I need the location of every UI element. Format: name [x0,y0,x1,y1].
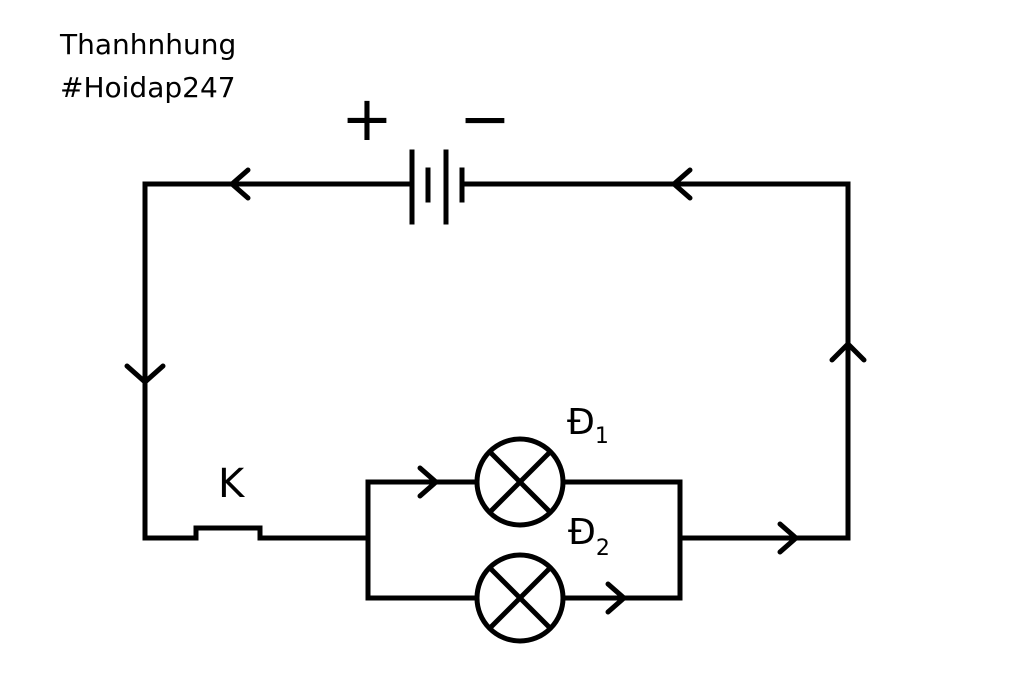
lamp-d2 [474,552,566,644]
current-arrow-bottom-right [777,521,799,555]
battery-positive-label: + [341,82,393,155]
battery-negative-label: − [459,82,511,155]
current-arrow-left-down [124,363,166,385]
current-arrow-branch-top [417,465,439,499]
lamp-d1-label: Đ1 [567,402,609,449]
author-credit: Thanhnhung [60,28,237,61]
lamp-d2-letter: Đ [568,512,596,553]
lamp-d1-letter: Đ [567,402,595,443]
lamp-d2-label: Đ2 [568,512,610,561]
current-arrow-right-up [829,341,867,363]
battery [409,149,465,225]
current-arrow-top-right [671,167,693,201]
lamp-d1 [474,436,566,528]
current-arrow-branch-bottom [605,581,627,615]
hashtag-credit: #Hoidap247 [60,71,236,104]
lamp-d2-index: 2 [596,536,610,561]
wire-top-left [142,181,415,541]
current-arrow-top-left [229,167,251,201]
switch-label: K [218,461,246,507]
switch-k [193,525,371,541]
lamp-d1-index: 1 [595,424,609,449]
wire-top-right [461,181,851,541]
